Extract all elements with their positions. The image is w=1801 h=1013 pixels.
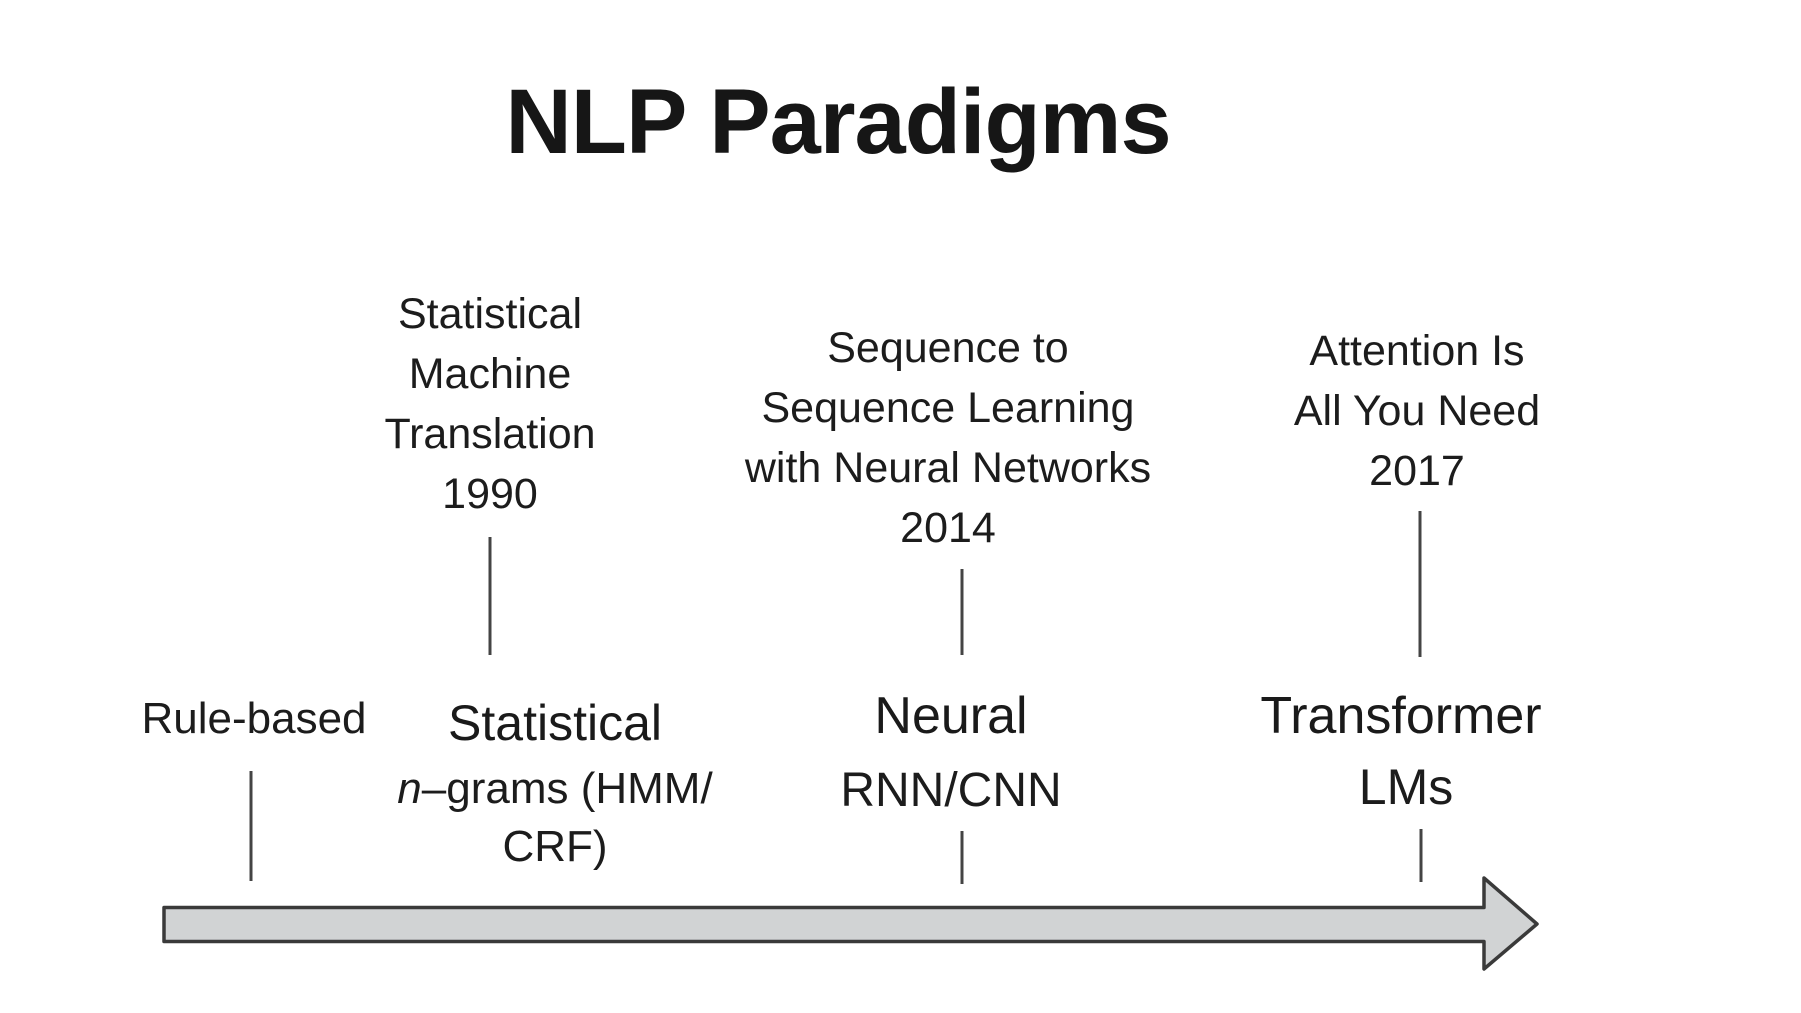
milestone-seq2seq-line-2: Sequence Learning xyxy=(761,384,1135,432)
milestone-attention: Attention Is All You Need 2017 xyxy=(1217,321,1617,501)
timeline-arrow xyxy=(162,876,1539,971)
paradigm-statistical-detail-line-1: n–grams (HMM/ xyxy=(355,760,755,818)
milestone-smt: Statistical Machine Translation 1990 xyxy=(290,284,690,524)
milestone-seq2seq-line-1: Sequence to xyxy=(827,324,1069,372)
paradigm-statistical-name: Statistical xyxy=(448,695,662,751)
milestone-smt-line-3: Translation xyxy=(384,410,596,458)
italic-n: n xyxy=(397,764,422,813)
paradigm-neural-detail-line-1: RNN/CNN xyxy=(840,764,1062,817)
paradigm-neural-name: Neural xyxy=(874,687,1028,745)
paradigm-transformer-detail: LMs xyxy=(1256,758,1556,816)
milestone-smt-line-2: Machine xyxy=(408,350,572,398)
paradigm-statistical-detail-line-2: CRF) xyxy=(502,822,608,871)
milestone-seq2seq: Sequence to Sequence Learning with Neura… xyxy=(698,318,1198,558)
milestone-smt-year: 1990 xyxy=(442,470,538,518)
milestone-attention-year: 2017 xyxy=(1369,447,1465,495)
milestone-seq2seq-year: 2014 xyxy=(900,504,996,552)
ngrams-text: –grams (HMM/ xyxy=(421,764,713,813)
diagram-title: NLP Paradigms xyxy=(505,71,1171,173)
paradigm-rule-based: Rule-based xyxy=(104,690,404,748)
milestone-attention-line-2: All You Need xyxy=(1293,387,1541,435)
paradigm-rule-based-name: Rule-based xyxy=(141,694,367,743)
milestone-attention-line-1: Attention Is xyxy=(1309,327,1525,375)
paradigm-transformer-name: Transformer xyxy=(1260,687,1542,745)
paradigm-neural-detail: RNN/CNN xyxy=(801,762,1101,820)
paradigm-transformer-detail-line-1: LMs xyxy=(1358,759,1454,815)
milestone-smt-line-1: Statistical xyxy=(397,290,582,338)
paradigm-statistical-detail: n–grams (HMM/ CRF) xyxy=(355,760,755,876)
milestone-seq2seq-line-3: with Neural Networks xyxy=(744,444,1152,492)
